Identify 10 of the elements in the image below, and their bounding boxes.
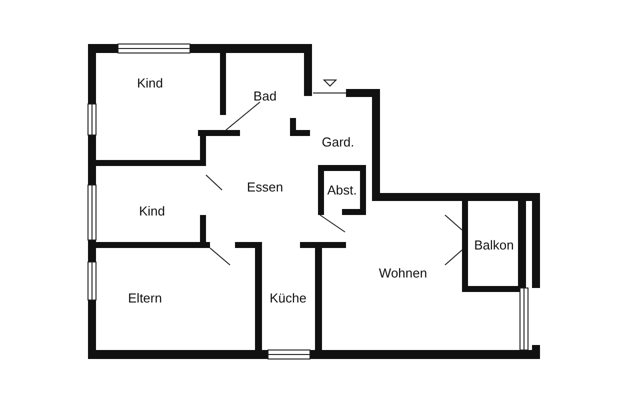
room-label: Wohnen [378,266,428,280]
room-label: Balkon [474,238,514,252]
room-label: Abst. [327,182,357,198]
room-label: Gard. [322,134,354,150]
room-label: Kind [136,76,164,90]
room-label: Bad [253,88,277,104]
room-label: Küche [270,290,306,306]
room-label: Kind [138,204,166,218]
room-label: Eltern [128,290,162,306]
room-label: Essen [246,180,284,194]
